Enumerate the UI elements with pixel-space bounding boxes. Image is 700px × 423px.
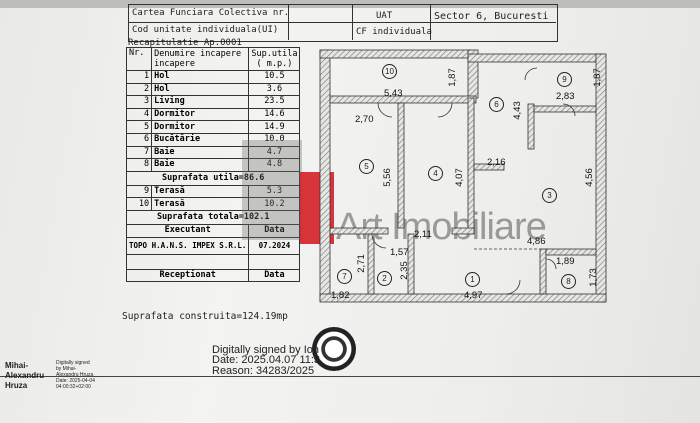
signer-name-1: Mihai- bbox=[5, 361, 29, 370]
receptionat-data-label: Data bbox=[248, 268, 301, 283]
room-7-number: 7 bbox=[337, 269, 352, 284]
room-4-number: 4 bbox=[428, 166, 443, 181]
signature-line1: Digitally signed by Ion bbox=[212, 344, 320, 356]
door-arc bbox=[505, 279, 521, 295]
wall bbox=[407, 233, 415, 295]
room-1-dim-hall: 2,11 bbox=[414, 229, 432, 240]
room-8-number: 8 bbox=[561, 274, 576, 289]
room-9-number: 9 bbox=[557, 72, 572, 87]
wall bbox=[473, 163, 505, 171]
executant-name: TOPO H.A.N.S. IMPEX S.R.L. bbox=[125, 236, 250, 255]
cf-label: Cartea Funciara Colectiva nr. bbox=[132, 8, 290, 18]
cfi-label: CF individuala bbox=[356, 27, 432, 37]
col-nr-header: Nr. bbox=[125, 47, 153, 71]
uat-value: Sector 6, Bucuresti bbox=[434, 11, 549, 22]
signer-small-2: by Mihai- bbox=[56, 366, 77, 372]
wall bbox=[527, 103, 535, 150]
door-arc bbox=[545, 258, 557, 270]
room-3-number: 3 bbox=[542, 188, 557, 203]
room-9-dim: 2,83 bbox=[556, 91, 575, 102]
watermark-gray-block bbox=[242, 140, 302, 240]
wall bbox=[319, 293, 607, 303]
room-10-dim2: 1,87 bbox=[446, 68, 458, 87]
util-total: Suprafata utila=86.6 bbox=[125, 170, 301, 186]
signature-line3: Reason: 34283/2025 bbox=[212, 365, 315, 377]
signer-name-3: Hruza bbox=[5, 381, 28, 390]
room-8-dim: 1,89 bbox=[556, 256, 575, 267]
room-6-dim2: 2,16 bbox=[487, 157, 506, 168]
wall bbox=[467, 97, 475, 232]
signer-small-5: 04:00:32+02:00 bbox=[56, 384, 91, 390]
door-arc bbox=[371, 233, 387, 249]
wall bbox=[397, 102, 405, 229]
room-3-dim: 4,56 bbox=[583, 168, 595, 187]
room-6-dim: 4,43 bbox=[511, 101, 523, 120]
room-5-dim2: 5,56 bbox=[381, 168, 393, 187]
wall bbox=[539, 248, 547, 295]
room-7-dim: 2,71 bbox=[355, 254, 367, 273]
executant-label: Executant bbox=[125, 223, 250, 238]
room-1-dim: 4,97 bbox=[464, 290, 483, 301]
recap-title: Recapitulatie Ap.0001 bbox=[128, 38, 242, 48]
door-arc bbox=[562, 103, 576, 117]
wall bbox=[329, 227, 389, 235]
signer-small-3: Alexandru Hruza bbox=[56, 372, 94, 378]
header-table bbox=[128, 4, 558, 42]
wall bbox=[319, 49, 471, 59]
door-arc bbox=[524, 67, 538, 81]
room-8-dim2: 1,73 bbox=[587, 268, 599, 287]
signer-name-2: Alexandru bbox=[5, 371, 45, 380]
room-1-number: 1 bbox=[465, 272, 480, 287]
signer-small-1: Digitally signed bbox=[56, 360, 90, 366]
wall bbox=[319, 49, 331, 301]
receptionat-label: Receptionat bbox=[125, 268, 250, 283]
wall bbox=[329, 95, 477, 104]
signature-line2: Date: 2025.04.07 11:3 bbox=[212, 354, 321, 366]
room-3-dim2: 4,86 bbox=[527, 236, 546, 247]
wall bbox=[467, 53, 604, 63]
room-10-dim: 5,43 bbox=[384, 88, 403, 99]
uat-label: UAT bbox=[376, 11, 393, 21]
wall bbox=[451, 227, 475, 235]
room-2-dim: 2,35 bbox=[398, 261, 410, 280]
signer-small-4: Date: 2025-04-04 bbox=[56, 378, 95, 384]
signature-seal bbox=[312, 327, 356, 371]
wall bbox=[595, 53, 607, 303]
room-6-number: 6 bbox=[489, 97, 504, 112]
wall bbox=[545, 248, 597, 256]
cod-label: Cod unitate individuala(UI) bbox=[132, 25, 279, 35]
wall bbox=[533, 105, 597, 113]
construita-total: Suprafata construita=124.19mp bbox=[122, 311, 288, 322]
col-area-header: Sup.utila ( m.p.) bbox=[248, 47, 301, 71]
floor-plan bbox=[319, 49, 607, 303]
room-5-number: 5 bbox=[359, 159, 374, 174]
door-arc bbox=[437, 102, 453, 118]
room-4-dim: 4,07 bbox=[453, 168, 465, 187]
room-1-dim-short: 1,57 bbox=[390, 247, 409, 258]
room-10-number: 10 bbox=[382, 64, 397, 79]
recap-table: Nr. Denumire incapere incapere Sup.utila… bbox=[125, 47, 301, 283]
door-arc bbox=[377, 102, 393, 118]
room-5-dim: 2,70 bbox=[355, 114, 374, 125]
grand-total: Suprafata totala=102.1 bbox=[125, 209, 301, 225]
room-7-dim2: 1,82 bbox=[331, 290, 350, 301]
room-9-dim2: 1,87 bbox=[591, 68, 603, 87]
col-name-header: Denumire incapere incapere bbox=[151, 47, 250, 71]
room-2-number: 2 bbox=[377, 271, 392, 286]
wall bbox=[367, 233, 375, 295]
